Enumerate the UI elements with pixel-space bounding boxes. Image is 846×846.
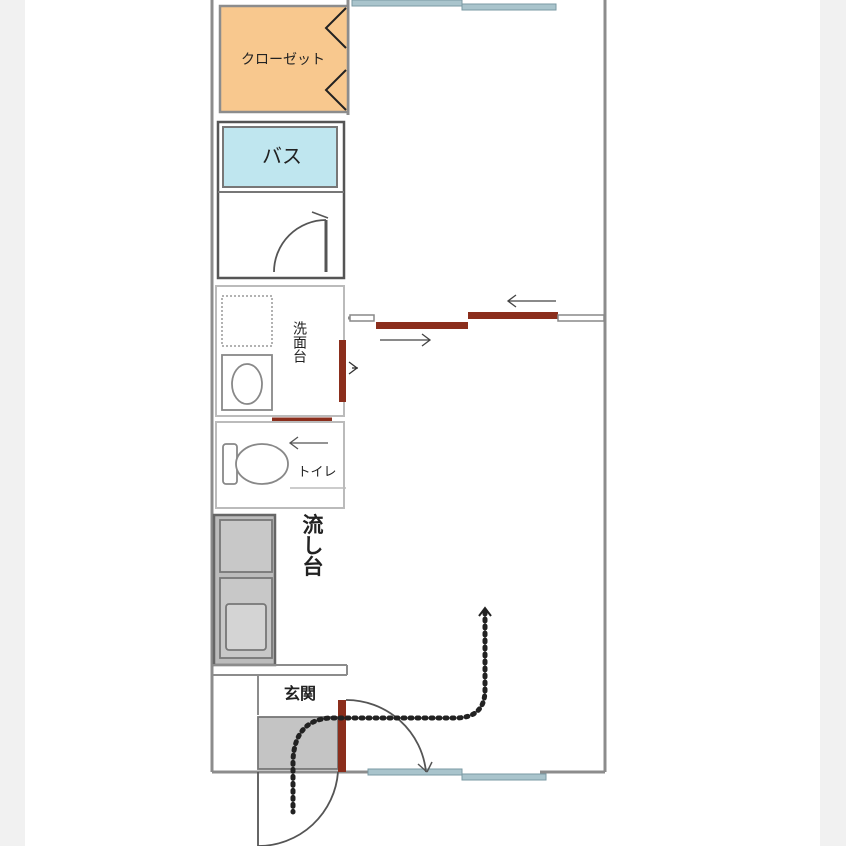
toilet-tank <box>222 443 238 485</box>
paper-background <box>25 0 820 846</box>
circulation-start <box>478 606 492 617</box>
bath-label: バス <box>262 144 302 168</box>
toilet-bowl <box>235 443 289 485</box>
closet-label: クローゼット <box>241 52 325 68</box>
sliding-door-right <box>468 312 558 319</box>
bath-door <box>273 211 329 273</box>
washbasin-label: 洗面台 <box>291 321 307 363</box>
washbasin-bowl <box>231 363 263 405</box>
toilet-room: トイレ <box>215 421 346 509</box>
washing-machine-space <box>221 295 273 347</box>
bath-room: バス <box>216 120 346 280</box>
washbasin-door <box>339 340 346 402</box>
sliding-door-left <box>376 322 468 329</box>
washbasin-room: 洗面台 <box>215 285 359 423</box>
outer-walls <box>210 0 607 774</box>
entrance-label: 玄関 <box>284 684 316 703</box>
top-window <box>351 0 557 11</box>
bottom-window <box>367 768 547 781</box>
closet: クローゼット <box>218 4 350 114</box>
toilet-label: トイレ <box>297 465 336 480</box>
kitchen-sink-label: 流し台 <box>300 513 324 578</box>
room-divider <box>348 294 605 347</box>
circulation-path <box>290 609 488 815</box>
entry-door <box>338 700 346 772</box>
kitchen-sink: 流し台 <box>212 513 324 667</box>
